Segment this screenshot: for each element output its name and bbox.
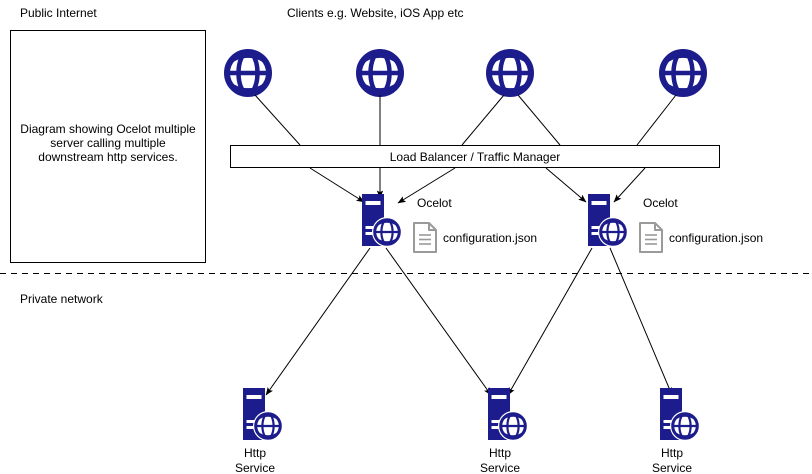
clients-heading-label: Clients e.g. Website, iOS App etc [287,6,464,20]
http-service-3-label-line2: Service [651,461,692,474]
ocelot-to-service-edges [265,247,673,396]
configuration-document-2-icon [639,222,663,253]
client-to-loadbalancer-edges [254,94,677,146]
ocelot-2-icon [586,192,630,249]
load-balancer-label: Load Balancer / Traffic Manager [389,149,561,164]
http-service-1-label-line2: Service [234,461,275,474]
http-service-2-icon [486,386,530,443]
client-globe-4-icon [662,52,704,94]
client-globe-1-icon [227,52,269,94]
configuration-json-2-label: configuration.json [669,231,764,245]
ocelot-1-label: Ocelot [417,196,452,210]
note-box-text: Diagram showing Ocelot multiple server c… [20,122,196,164]
client-globe-2-icon [359,52,401,94]
configuration-document-1-icon [413,222,437,253]
http-service-2-label-line1: Http [488,446,511,460]
public-internet-zone-label: Public Internet [20,6,97,20]
loadbalancer-to-ocelot-edges [309,167,646,204]
http-service-3-label-line1: Http [660,446,683,460]
client-globe-3-icon [489,52,531,94]
http-service-1-label: Http Service [210,446,300,474]
configuration-json-1-label: configuration.json [443,231,538,245]
http-service-2-label-line2: Service [479,461,520,474]
http-service-1-label-line1: Http [243,446,266,460]
ocelot-2-label: Ocelot [643,196,678,210]
http-service-1-icon [241,386,285,443]
ocelot-1-icon [360,192,404,249]
load-balancer-box[interactable] [230,145,720,168]
http-service-3-label: Http Service [627,446,717,474]
http-service-3-icon [658,386,702,443]
note-box-outline [10,30,206,263]
private-network-zone-label: Private network [20,292,103,306]
http-service-2-label: Http Service [455,446,545,474]
